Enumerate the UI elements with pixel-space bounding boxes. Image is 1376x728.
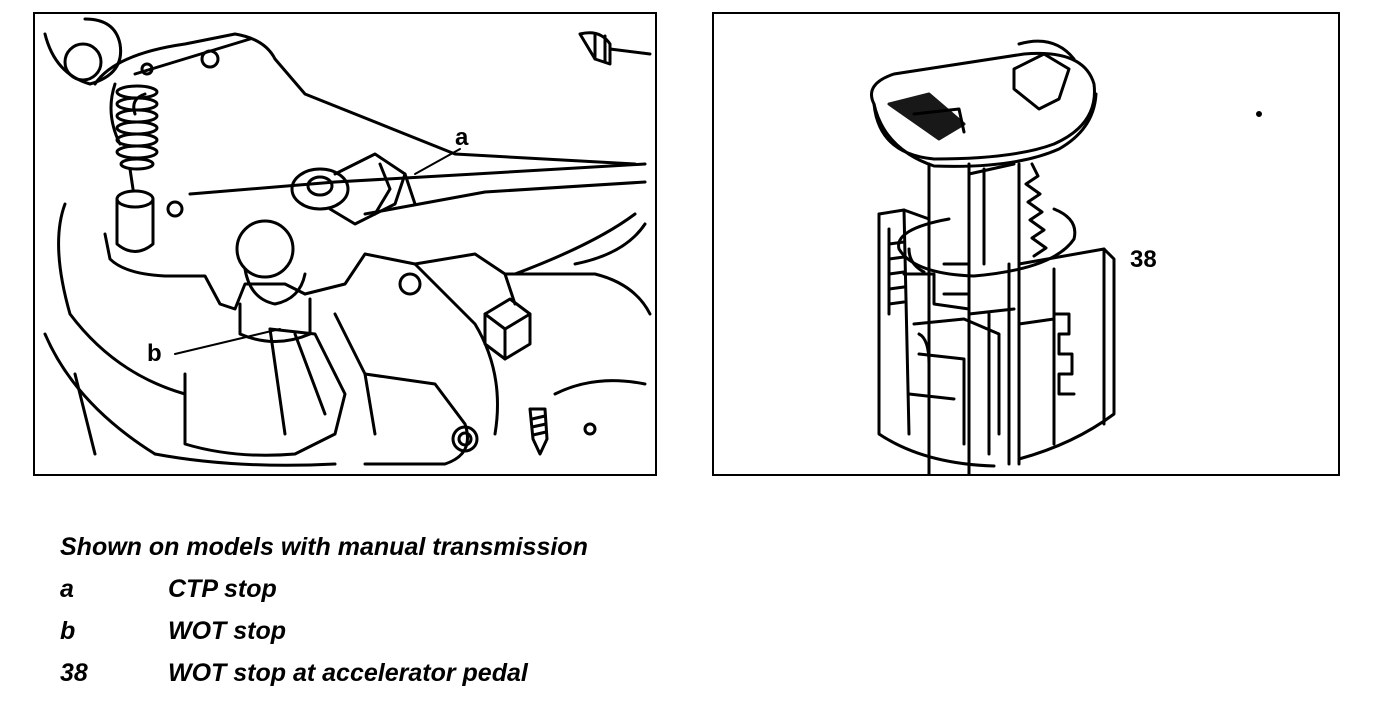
legend-key: a (60, 575, 74, 603)
leader-line-b (174, 328, 281, 355)
leader-line-a (414, 148, 461, 175)
legend-row: 38 WOT stop at accelerator pedal (60, 652, 960, 694)
legend-text: WOT stop (168, 617, 287, 645)
legend-text: CTP stop (168, 575, 277, 603)
caption-title: Shown on models with manual transmission (60, 533, 588, 561)
legend-key: 38 (60, 659, 88, 687)
wot-stop-figure: 38 (712, 12, 1340, 476)
return-spring (109, 82, 159, 191)
callout-b: b (147, 340, 162, 367)
callout-a: a (455, 124, 469, 151)
legend-key: b (60, 617, 76, 645)
legend-row: a CTP stop (60, 568, 960, 610)
figure-caption: Shown on models with manual transmission… (60, 526, 960, 694)
throttle-linkage-figure: a b (33, 12, 657, 476)
ctp-stop-clamp (290, 152, 417, 226)
legend-text: WOT stop at accelerator pedal (168, 659, 528, 687)
callout-38: 38 (1130, 246, 1157, 273)
legend-row: b WOT stop (60, 610, 960, 652)
throttle-linkage-drawing (43, 17, 652, 467)
wot-stop-drawing (870, 39, 1262, 474)
